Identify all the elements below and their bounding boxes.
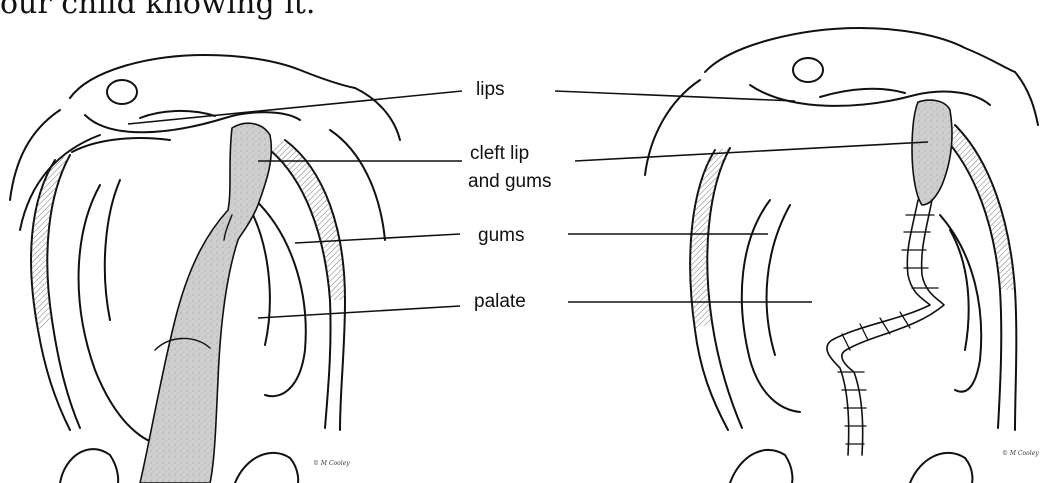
suture-stitches: [838, 215, 938, 444]
credit-left: © M Cooley: [313, 460, 350, 467]
leader-lips-right: [555, 91, 795, 101]
label-gums: gums: [478, 224, 524, 248]
suture-line: [827, 200, 930, 455]
leader-cleft-right: [575, 142, 928, 161]
label-palate: palate: [474, 290, 526, 314]
palate-shelf-left: [79, 185, 160, 445]
upper-lip: [85, 112, 300, 132]
leader-palate-left: [258, 306, 460, 318]
palate-shelf-right-repaired: [940, 215, 981, 392]
after-repair-illustration: [645, 28, 1038, 483]
credit-right: © M Cooley: [1002, 450, 1039, 457]
nostril-repaired: [793, 58, 823, 82]
label-lips: lips: [476, 78, 505, 102]
repaired-cleft-region: [912, 100, 952, 205]
nose-outline-repaired: [705, 28, 1015, 72]
cleft-region: [140, 123, 271, 483]
label-and-gums: and gums: [468, 170, 551, 194]
nostril: [107, 80, 137, 104]
nose-outline: [70, 55, 355, 98]
palate-shelf-left-repaired: [742, 200, 800, 412]
leader-lips-left: [128, 91, 462, 124]
label-cleft-lip: cleft lip: [470, 142, 529, 166]
before-repair-illustration: [10, 55, 400, 483]
